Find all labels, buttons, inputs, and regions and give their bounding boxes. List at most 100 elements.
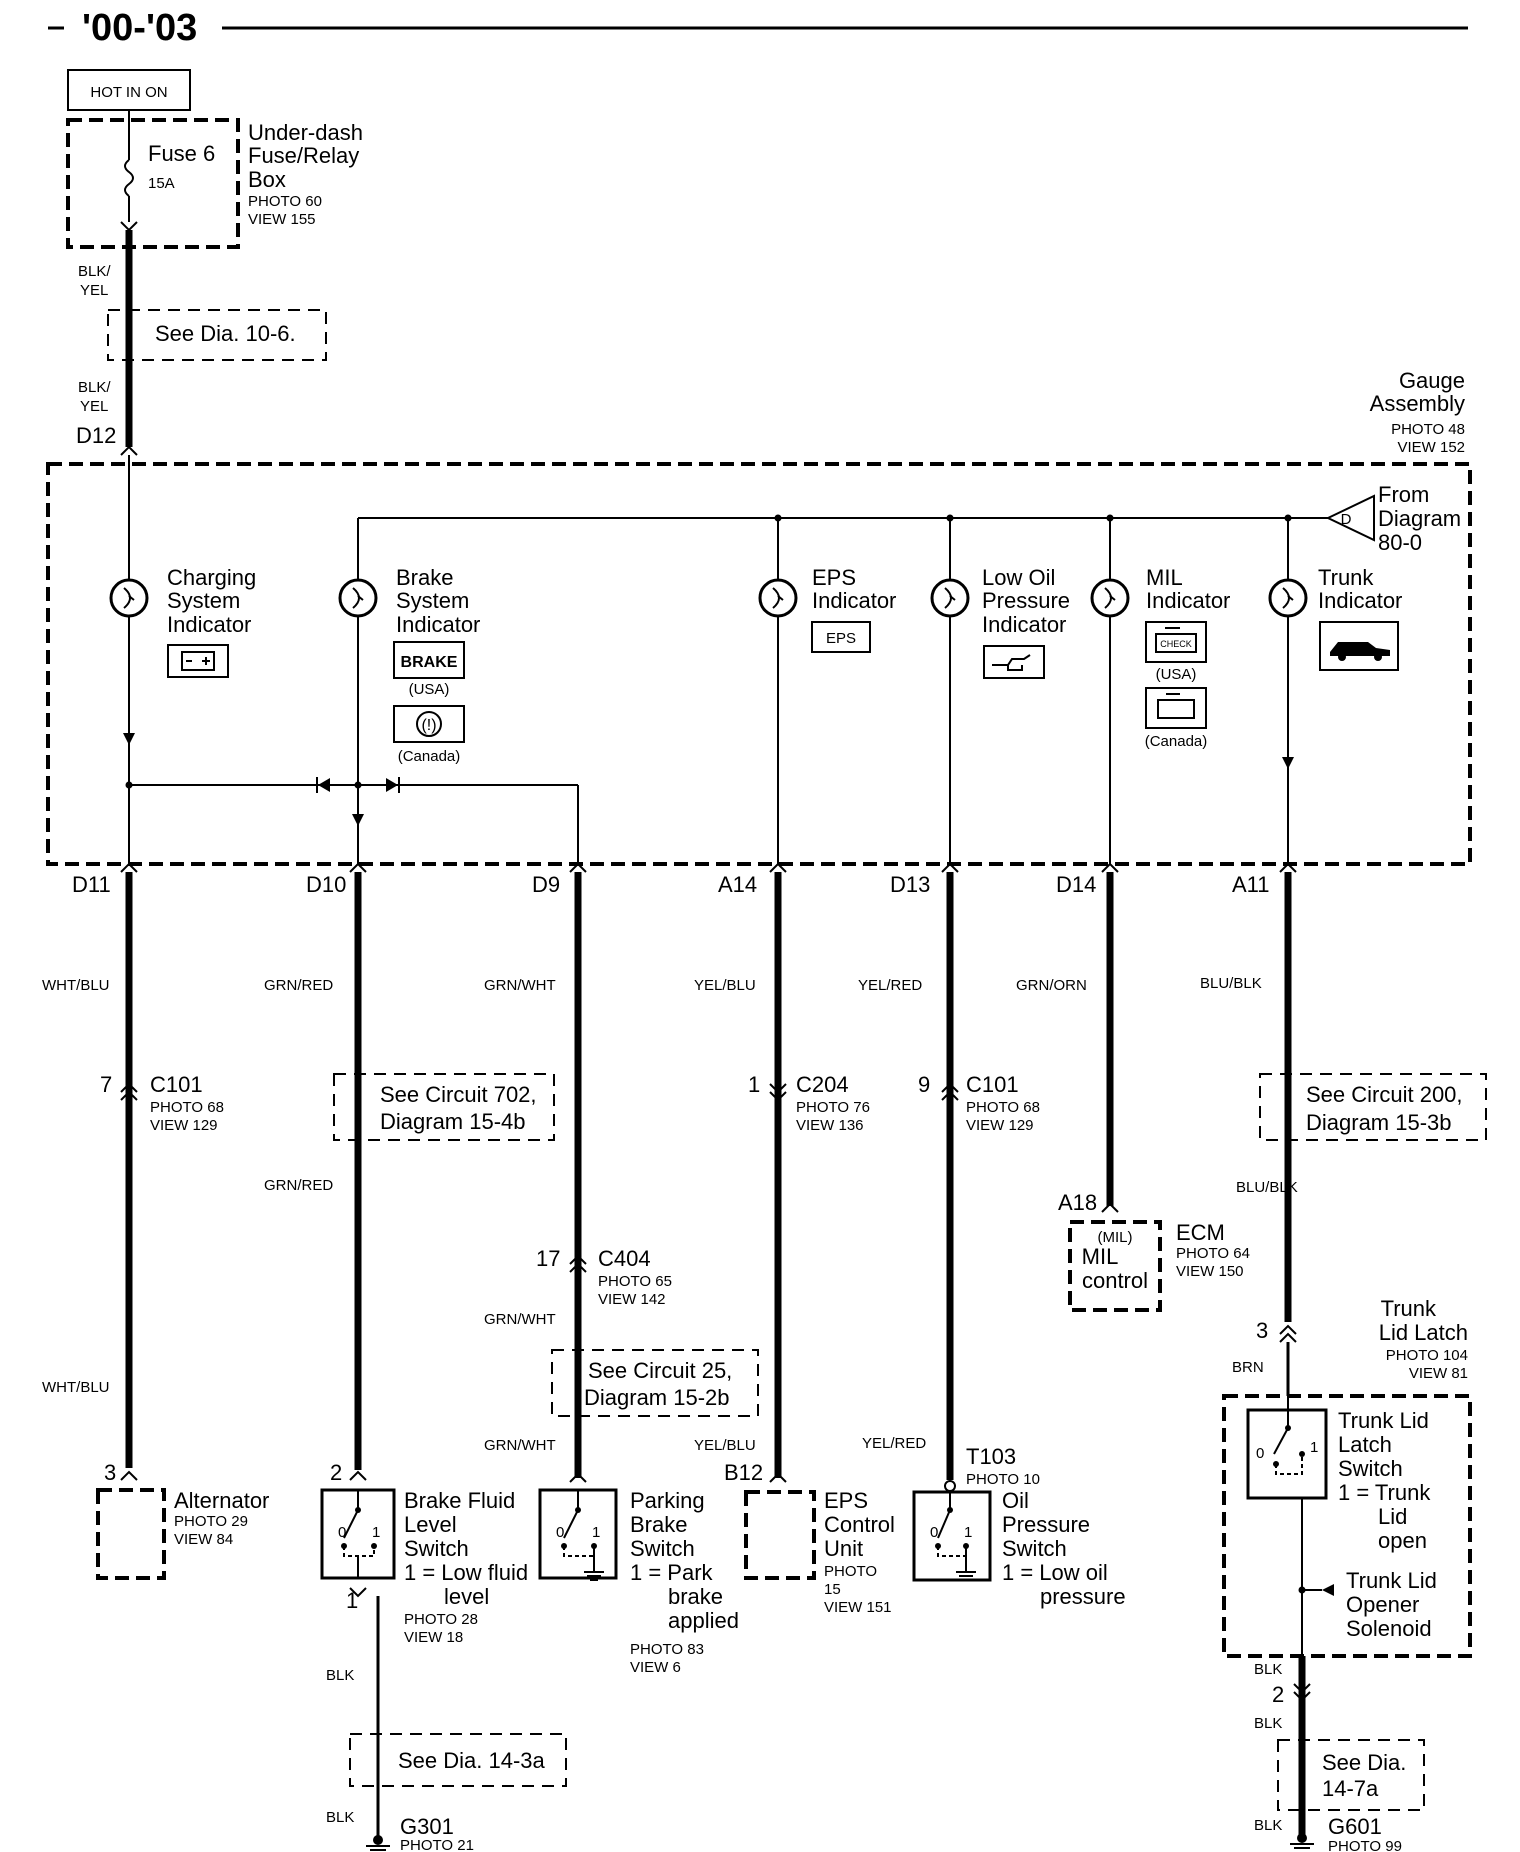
ecm-name: ECM xyxy=(1176,1220,1225,1245)
trunk-lid-switch-icon xyxy=(1273,1396,1305,1475)
pin-a11: A11 xyxy=(1232,872,1270,897)
eps-icon: EPS xyxy=(826,630,856,647)
parking-pos0: 0 xyxy=(556,1524,564,1541)
brake-canada-label: (Canada) xyxy=(398,748,461,765)
g601-photo: PHOTO 99 xyxy=(1328,1838,1402,1852)
trunk-sw-6: open xyxy=(1378,1528,1427,1553)
eps-label-1: EPS xyxy=(812,565,856,590)
see-circuit-25-1: See Circuit 25, xyxy=(588,1358,732,1383)
wire-label-blk-5: BLK xyxy=(1254,1817,1282,1834)
charging-label-3: Indicator xyxy=(167,612,251,637)
gauge-photo: PHOTO 48 xyxy=(1391,421,1465,438)
wire-label-grn-orn: GRN/ORN xyxy=(1016,977,1087,994)
parking-view: VIEW 6 xyxy=(630,1659,681,1676)
brake-fluid-l3: Switch xyxy=(404,1536,469,1561)
from-letter: D xyxy=(1341,511,1352,528)
trunk-car-icon xyxy=(1319,621,1399,671)
oil-pos1: 1 xyxy=(964,1524,972,1541)
wire-label-blk-yel-1b: YEL xyxy=(80,282,108,299)
brake-fluid-switch-icon xyxy=(341,1490,377,1578)
see-dia-14-3a-box xyxy=(349,1733,567,1787)
c204-view: VIEW 136 xyxy=(796,1117,864,1134)
brake-label-3: Indicator xyxy=(396,612,480,637)
trunk-sw-1: Trunk Lid xyxy=(1338,1408,1429,1433)
trunk-latch-pin-out: 2 xyxy=(1272,1682,1284,1707)
alternator-box xyxy=(96,1488,166,1580)
ecm-box xyxy=(1068,1220,1162,1312)
g601-label: G601 xyxy=(1328,1814,1382,1839)
see-dia-14-7a-2: 14-7a xyxy=(1322,1776,1379,1801)
see-circuit-25-2: Diagram 15-2b xyxy=(584,1385,730,1410)
wire-label-yel-red-1: YEL/RED xyxy=(858,977,922,994)
wire-label-grn-wht-1: GRN/WHT xyxy=(484,977,556,994)
parking-pos1: 1 xyxy=(592,1524,600,1541)
charging-label-1: Charging xyxy=(167,565,256,590)
ecm-mil-small: (MIL) xyxy=(1098,1229,1133,1246)
trunk-sw-2: Latch xyxy=(1338,1432,1392,1457)
alternator-pin: 3 xyxy=(104,1460,116,1485)
oil-pressure-switch-box xyxy=(912,1490,992,1582)
eps-unit-view: VIEW 151 xyxy=(824,1599,892,1616)
see-dia-14-7a-box xyxy=(1277,1739,1425,1811)
diode-left xyxy=(318,778,330,792)
brake-bulb-icon xyxy=(338,578,378,618)
alternator-view: VIEW 84 xyxy=(174,1531,233,1548)
fuse-box-name-2: Fuse/Relay xyxy=(248,143,359,168)
battery-icon xyxy=(167,644,229,678)
wire-label-wht-blu-2: WHT/BLU xyxy=(42,1379,110,1396)
gauge-name-2: Assembly xyxy=(1370,391,1465,416)
from-diagram-connector xyxy=(1325,494,1375,542)
check-engine-icon-canada xyxy=(1145,687,1207,729)
trunk-pos0: 0 xyxy=(1256,1445,1264,1462)
hot-in-on-label: HOT IN ON xyxy=(90,84,167,101)
eps-unit-photo-n: 15 xyxy=(824,1581,841,1598)
pin-d11: D11 xyxy=(72,872,111,897)
eps-unit-l2: Control xyxy=(824,1512,895,1537)
fuse-box-name-3: Box xyxy=(248,167,286,192)
oil-bulb-icon xyxy=(930,578,970,618)
fuse-name: Fuse 6 xyxy=(148,141,215,166)
brake-usa-icon: BRAKE xyxy=(401,654,458,671)
mil-check-text: CHECK xyxy=(1160,639,1192,649)
trunk-sol-1: Trunk Lid xyxy=(1346,1568,1437,1593)
trunk-sw-5: Lid xyxy=(1378,1504,1407,1529)
eps-unit-pin: B12 xyxy=(724,1460,763,1485)
trunk-pos1: 1 xyxy=(1310,1439,1318,1456)
trunk-latch-view: VIEW 81 xyxy=(1409,1365,1468,1382)
trunk-label-2: Indicator xyxy=(1318,588,1402,613)
parking-l1: Parking xyxy=(630,1488,705,1513)
eps-label-2: Indicator xyxy=(812,588,896,613)
c404-photo: PHOTO 65 xyxy=(598,1273,672,1290)
c101a-name: C101 xyxy=(150,1072,203,1097)
wire-label-yel-blu-2: YEL/BLU xyxy=(694,1437,756,1454)
mil-label-2: Indicator xyxy=(1146,588,1230,613)
t103-terminal xyxy=(944,1480,956,1492)
trunk-label-1: Trunk xyxy=(1318,565,1374,590)
eps-control-unit-box xyxy=(744,1490,816,1580)
c101a-view: VIEW 129 xyxy=(150,1117,218,1134)
fuse-box-view: VIEW 155 xyxy=(248,211,316,228)
check-engine-icon-usa: CHECK xyxy=(1145,621,1207,663)
brake-fluid-s2: level xyxy=(444,1584,489,1609)
ecm-control: control xyxy=(1082,1268,1148,1293)
see-circuit-200-1: See Circuit 200, xyxy=(1306,1082,1463,1107)
wire-label-wht-blu-1: WHT/BLU xyxy=(42,977,110,994)
trunk-sw-3: Switch xyxy=(1338,1456,1403,1481)
wire-label-blk-2: BLK xyxy=(326,1809,354,1826)
c101b-view: VIEW 129 xyxy=(966,1117,1034,1134)
gauge-view: VIEW 152 xyxy=(1397,439,1465,456)
g301-photo: PHOTO 21 xyxy=(400,1837,474,1852)
wire-label-brn: BRN xyxy=(1232,1359,1264,1376)
trunk-sw-4: 1 = Trunk xyxy=(1338,1480,1431,1505)
ecm-view: VIEW 150 xyxy=(1176,1263,1244,1280)
c101b-photo: PHOTO 68 xyxy=(966,1099,1040,1116)
diode-right xyxy=(386,778,398,792)
wire-label-yel-blu-1: YEL/BLU xyxy=(694,977,756,994)
g301-label: G301 xyxy=(400,1814,454,1839)
parking-s2: brake xyxy=(668,1584,723,1609)
from-label-2: Diagram xyxy=(1378,506,1461,531)
c204-photo: PHOTO 76 xyxy=(796,1099,870,1116)
trunk-latch-name-2: Lid Latch xyxy=(1379,1320,1468,1345)
c101a-photo: PHOTO 68 xyxy=(150,1099,224,1116)
